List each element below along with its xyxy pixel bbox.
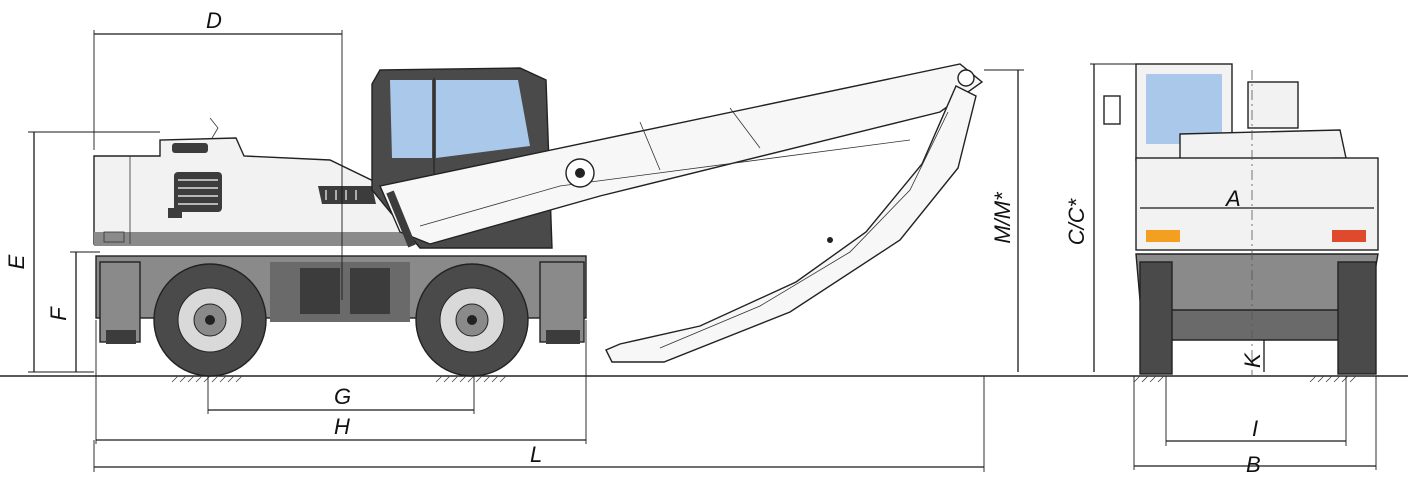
dimension-labels: D E F G H L M/M* C/C* A K I B: [4, 8, 1265, 477]
dim-label-h: H: [334, 414, 350, 439]
side-vent: [318, 186, 376, 204]
ground-hatch-front: [171, 375, 243, 383]
cab-window: [390, 80, 432, 158]
boom-tip-pin: [957, 69, 975, 87]
lamp-right: [1332, 230, 1366, 242]
upper-frame-band: [94, 232, 410, 246]
outrigger-front: [99, 261, 141, 343]
dim-label-a: A: [1224, 186, 1241, 211]
dim-label-c: C/C*: [1064, 197, 1089, 245]
access-lock: [168, 208, 182, 218]
dim-label-f: F: [46, 306, 71, 321]
dim-label-k: K: [1240, 352, 1265, 368]
front-view: [1103, 63, 1379, 383]
outrigger-rear: [539, 261, 585, 343]
cab-door-window: [436, 80, 530, 158]
lamp-left: [1146, 230, 1180, 242]
front-cab-glass: [1146, 74, 1222, 144]
stick: [605, 85, 977, 363]
dim-label-l: L: [530, 442, 542, 467]
engine-grille: [174, 172, 222, 212]
side-view: [0, 63, 1408, 383]
rear-wheel: [415, 263, 529, 377]
dim-label-i: I: [1252, 416, 1258, 441]
dimension-lines: [28, 30, 1377, 472]
boom-cylinder: [386, 190, 416, 248]
exhaust-housing: [1247, 81, 1299, 129]
dim-label-m: M/M*: [990, 191, 1015, 244]
front-ground-hatch: [1133, 375, 1357, 383]
dim-label-e: E: [4, 254, 29, 269]
ground-hatch-rear: [435, 375, 507, 383]
dim-label-b: B: [1246, 452, 1261, 475]
rear-lamp: [103, 231, 125, 243]
front-tire-right: [1337, 261, 1377, 375]
dim-label-d: D: [206, 8, 222, 33]
top-vent: [172, 117, 219, 153]
mirror: [1103, 95, 1121, 125]
dim-label-g: G: [334, 384, 351, 409]
front-tire-left: [1139, 261, 1173, 375]
front-wheel: [153, 263, 267, 377]
